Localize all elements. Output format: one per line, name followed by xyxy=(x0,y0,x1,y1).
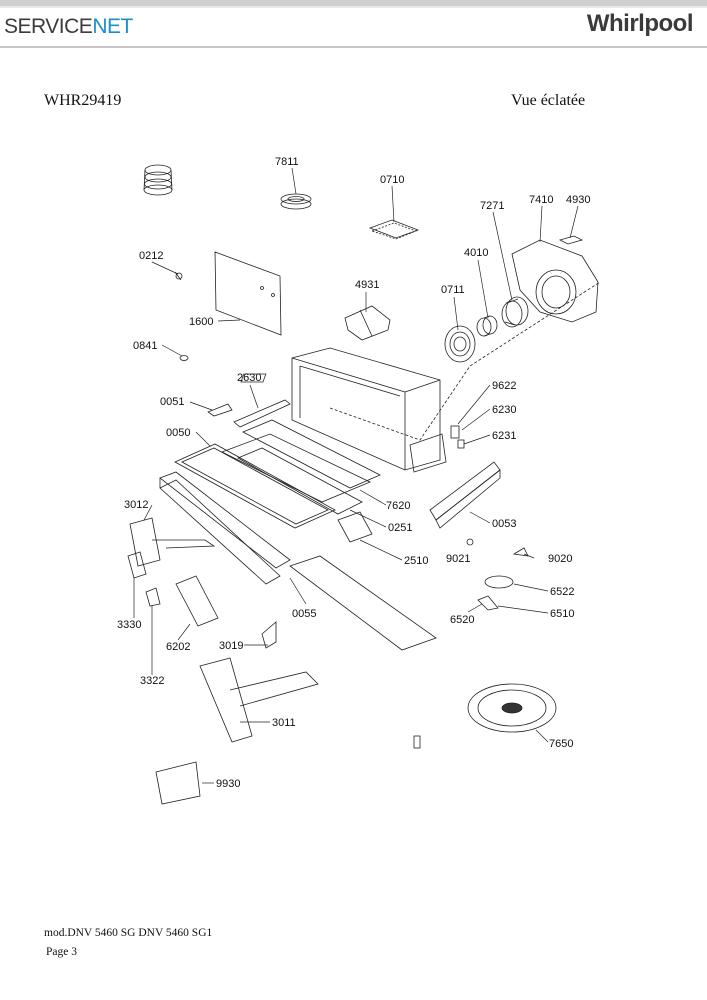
part-2630-shape xyxy=(233,399,291,428)
part-0841-shape xyxy=(179,355,189,361)
whirlpool-logo: Whirlpool xyxy=(586,10,694,37)
label-6230: 6230 xyxy=(492,404,516,416)
top-bar-accent xyxy=(0,6,707,8)
part-6510-shape xyxy=(477,595,499,611)
label-7271: 7271 xyxy=(480,200,504,212)
part-3330-shape xyxy=(127,551,147,579)
label-0055: 0055 xyxy=(292,608,316,620)
label-9021: 9021 xyxy=(446,553,470,565)
part-9020-shape xyxy=(512,547,529,557)
label-7650: 7650 xyxy=(549,738,573,750)
footer-models: mod.DNV 5460 SG DNV 5460 SG1 xyxy=(44,927,213,939)
servicenet-logo-net: NET xyxy=(92,15,133,38)
part-6230-shape xyxy=(450,425,465,449)
view-title: Vue éclatée xyxy=(511,92,586,109)
main-housing-shape xyxy=(240,347,447,473)
label-2630: 2630 xyxy=(237,372,261,384)
part-4931-shape xyxy=(344,305,391,341)
label-3011: 3011 xyxy=(272,717,296,729)
part-0055-shape xyxy=(159,471,291,585)
part-6522-shape xyxy=(484,575,514,589)
label-7410: 7410 xyxy=(529,194,553,206)
connector-ring-part xyxy=(143,164,173,196)
part-4930-shape xyxy=(558,235,584,245)
part-tray-shape xyxy=(289,555,437,651)
label-9622: 9622 xyxy=(492,380,516,392)
part-0051-shape xyxy=(207,403,233,417)
part-7620-shape xyxy=(221,419,381,503)
label-6510: 6510 xyxy=(550,608,574,620)
part-7650-shape xyxy=(467,683,557,733)
part-3322-shape xyxy=(145,587,161,607)
label-9020: 9020 xyxy=(548,553,572,565)
label-3012: 3012 xyxy=(124,499,148,511)
part-9930-shape xyxy=(155,761,201,805)
label-3019: 3019 xyxy=(219,640,243,652)
part-0053-shape xyxy=(429,461,501,529)
part-4010-shape xyxy=(476,315,498,337)
label-0050: 0050 xyxy=(166,427,190,439)
part-3019-shape xyxy=(261,621,277,649)
top-bar xyxy=(0,0,707,6)
part-3012-shape xyxy=(129,517,216,567)
label-7811: 7811 xyxy=(275,156,299,168)
part-7271-shape xyxy=(501,296,529,328)
part-0251-shape xyxy=(237,447,363,515)
label-0053: 0053 xyxy=(492,518,516,530)
label-3322: 3322 xyxy=(140,675,164,687)
label-7620: 7620 xyxy=(386,500,410,512)
model-number: WHR29419 xyxy=(44,92,122,109)
part-0050-shape xyxy=(174,443,336,529)
part-small-bulb-shape xyxy=(413,735,421,749)
part-7811-shape xyxy=(280,193,312,210)
label-0051: 0051 xyxy=(160,396,184,408)
part-7410-shape xyxy=(511,239,599,323)
part-0710-shape xyxy=(368,219,420,240)
part-0711-shape xyxy=(444,325,476,363)
label-4931: 4931 xyxy=(355,279,379,291)
label-6522: 6522 xyxy=(550,586,574,598)
label-4010: 4010 xyxy=(464,247,488,259)
label-6520: 6520 xyxy=(450,614,474,626)
label-0711: 0711 xyxy=(441,284,465,296)
footer-page: Page 3 xyxy=(46,946,77,958)
label-2510: 2510 xyxy=(404,555,428,567)
leader-lines xyxy=(133,167,579,784)
part-3011-shape xyxy=(199,657,319,743)
label-0710: 0710 xyxy=(380,174,404,186)
part-labels: 7811 0710 7271 7410 4930 0212 4010 1600 … xyxy=(117,156,590,790)
header-divider xyxy=(0,46,707,48)
part-6202-shape xyxy=(175,575,219,627)
label-0251: 0251 xyxy=(388,522,412,534)
servicenet-logo: SERVICENET xyxy=(4,15,133,39)
label-6202: 6202 xyxy=(166,641,190,653)
label-0212: 0212 xyxy=(139,250,163,262)
part-1600-shape xyxy=(214,251,282,336)
servicenet-logo-text: SERVICE xyxy=(4,15,93,38)
label-3330: 3330 xyxy=(117,619,141,631)
part-9021-shape xyxy=(466,538,474,546)
part-2510-shape xyxy=(337,511,373,543)
label-1600: 1600 xyxy=(189,316,213,328)
label-0841: 0841 xyxy=(133,340,157,352)
label-9930: 9930 xyxy=(216,778,240,790)
label-4930: 4930 xyxy=(566,194,590,206)
label-6231: 6231 xyxy=(492,430,516,442)
